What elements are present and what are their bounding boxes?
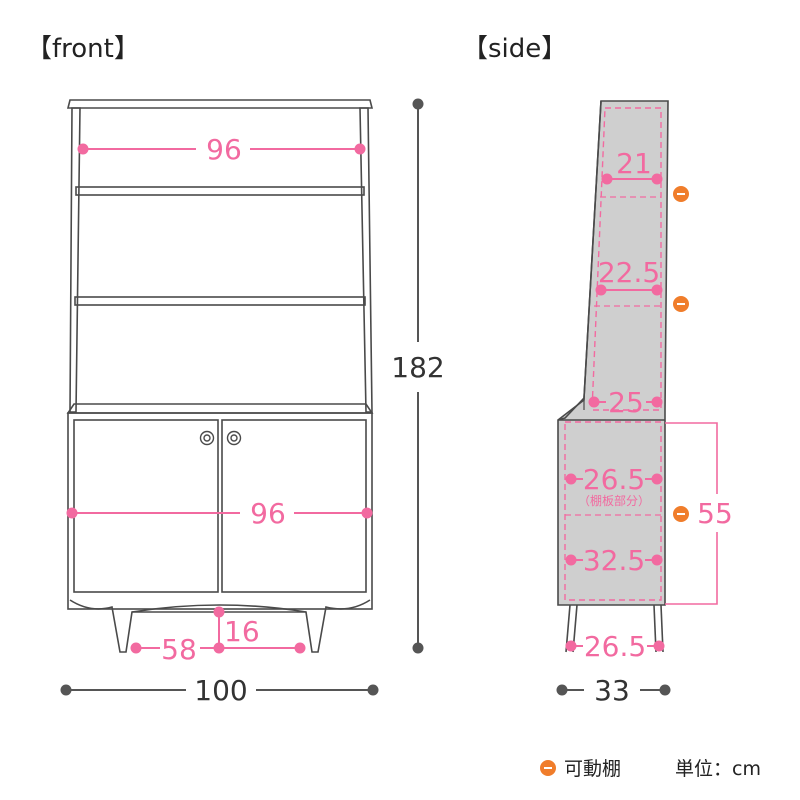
side-cabinet-height-dim: 55	[665, 422, 735, 605]
dim-endpoint-dot	[66, 507, 78, 519]
front-leg-height-dim: 16	[213, 606, 260, 654]
front-door-knobs	[199, 430, 242, 446]
side-shelf-4-note: （棚板部分）	[578, 493, 650, 508]
dim-endpoint-dot	[653, 640, 665, 652]
dim-endpoint-dot	[651, 396, 663, 408]
dim-endpoint-dot	[77, 143, 89, 155]
dim-endpoint-dot	[367, 684, 379, 696]
front-leg-span-label: 58	[161, 633, 197, 666]
front-top-board	[66, 99, 374, 109]
legend-movable-shelf-label: 可動棚	[564, 758, 621, 780]
dim-endpoint-dot	[651, 473, 663, 485]
front-right-door	[221, 419, 367, 593]
movable-shelf-icon	[673, 296, 689, 312]
dim-endpoint-dot	[556, 684, 568, 696]
dim-endpoint-dot	[60, 684, 72, 696]
right-door-knob-icon	[226, 430, 242, 446]
dim-endpoint-dot	[565, 554, 577, 566]
movable-shelf-markers	[673, 186, 689, 522]
front-view-title: 【front】	[26, 34, 140, 64]
side-total-depth-label: 33	[594, 674, 630, 707]
front-leg-span-dim: 58	[130, 633, 306, 666]
dim-endpoint-dot	[130, 642, 142, 654]
dim-endpoint-dot	[565, 473, 577, 485]
front-left-post	[69, 107, 81, 413]
side-shelf-5-label: 32.5	[583, 544, 645, 577]
dim-endpoint-dot	[213, 606, 225, 618]
dim-endpoint-dot	[601, 173, 613, 185]
left-door-knob-inner-icon	[203, 434, 211, 442]
side-shelf-3-dim: 25	[588, 386, 663, 419]
side-shelf-1-dim: 21	[601, 147, 663, 185]
front-leg-height-label: 16	[224, 615, 260, 648]
front-shelf-1	[75, 186, 365, 196]
dim-endpoint-dot	[412, 98, 424, 110]
dim-endpoint-dot	[659, 684, 671, 696]
right-door-knob-inner-icon	[230, 434, 238, 442]
side-total-depth-dim: 33	[556, 674, 671, 707]
front-total-width-dim: 100	[60, 674, 379, 707]
dim-endpoint-dot	[213, 642, 225, 654]
dim-endpoint-dot	[294, 642, 306, 654]
front-total-width-label: 100	[194, 674, 247, 707]
front-shelf-2	[74, 296, 366, 306]
dim-label-backdrop	[695, 494, 735, 532]
front-cabinet-body	[67, 412, 373, 610]
legend: 可動棚 単位：cm	[540, 758, 761, 780]
front-base-legs	[69, 599, 371, 653]
front-total-height-label: 182	[391, 351, 444, 384]
dim-endpoint-dot	[354, 143, 366, 155]
side-shelf-5-dim: 32.5	[565, 544, 663, 577]
side-base-depth-dim: 26.5	[565, 630, 665, 663]
dim-endpoint-dot	[412, 642, 424, 654]
side-view-drawing	[557, 100, 669, 653]
side-shelf-4-dim: 26.5 （棚板部分）	[565, 463, 663, 508]
front-lower-width-label: 96	[250, 497, 286, 530]
side-front-edge	[557, 100, 602, 421]
front-upper-width-dim: 96	[77, 133, 366, 166]
dim-endpoint-dot	[595, 284, 607, 296]
legend-unit-label: 単位：cm	[675, 758, 761, 780]
side-shelf-2-label: 22.5	[598, 256, 660, 289]
side-cabinet-height-label: 55	[697, 497, 733, 530]
dim-endpoint-dot	[588, 396, 600, 408]
side-view-title: 【side】	[462, 34, 567, 64]
front-upper-width-label: 96	[206, 133, 242, 166]
side-shelf-2-dim: 22.5	[595, 256, 663, 296]
movable-shelf-icon	[673, 186, 689, 202]
dim-endpoint-dot	[565, 640, 577, 652]
front-total-height-dim: 182	[391, 98, 445, 654]
side-shelf-3-label: 25	[608, 386, 644, 419]
front-shelf-3	[66, 403, 374, 414]
front-left-door	[73, 419, 219, 593]
side-shelf-1-label: 21	[616, 147, 652, 180]
movable-shelf-legend-icon	[540, 760, 556, 776]
side-lower-inner-outline	[564, 421, 662, 601]
dim-endpoint-dot	[361, 507, 373, 519]
front-lower-width-dim: 96	[66, 497, 373, 530]
side-shelf-4-label: 26.5	[583, 463, 645, 496]
side-base-depth-label: 26.5	[584, 630, 646, 663]
dim-endpoint-dot	[651, 554, 663, 566]
dim-endpoint-dot	[651, 173, 663, 185]
movable-shelf-icon	[673, 506, 689, 522]
left-door-knob-icon	[199, 430, 215, 446]
front-view-drawing	[66, 99, 374, 653]
dim-endpoint-dot	[651, 284, 663, 296]
